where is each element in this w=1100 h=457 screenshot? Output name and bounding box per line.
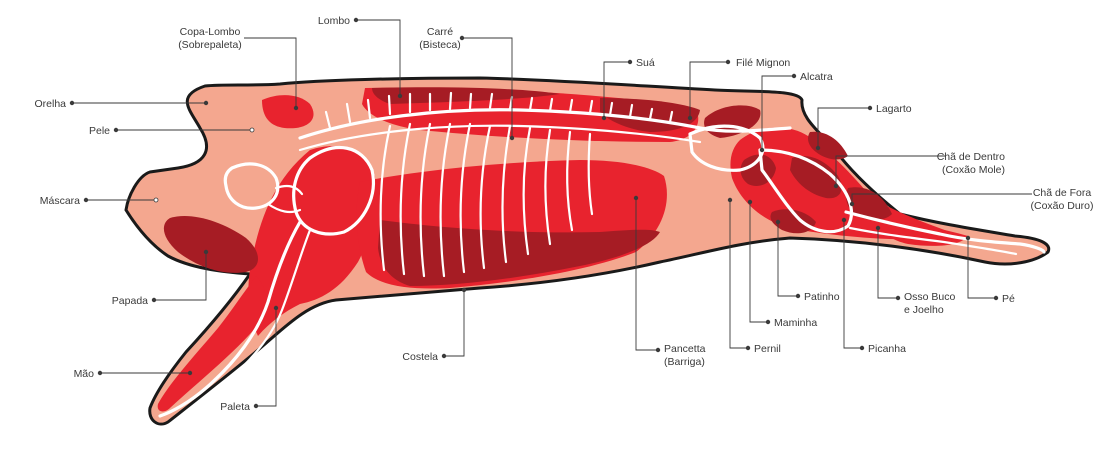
region-patinho: [770, 209, 816, 234]
label-lagarto: Lagarto: [815, 103, 912, 151]
region-copa-lombo: [262, 95, 314, 129]
svg-text:Copa-Lombo(Sobrepaleta): Copa-Lombo(Sobrepaleta): [178, 26, 242, 51]
svg-text:Pancetta(Barriga): Pancetta(Barriga): [664, 343, 706, 368]
label-pancetta: Pancetta(Barriga): [633, 195, 706, 368]
costela-text: Costela: [402, 351, 438, 363]
label-alcatra: Alcatra: [759, 71, 833, 153]
label-cha-de-fora: Chã de Fora(Coxão Duro): [849, 187, 1094, 212]
label-costela: Costela: [402, 287, 467, 363]
svg-text:Chã de Fora(Coxão Duro): Chã de Fora(Coxão Duro): [1030, 187, 1093, 212]
labels-layer: Copa-Lombo(Sobrepaleta) Lombo Carré(Bist…: [34, 15, 1093, 413]
region-cha-de-dentro: [790, 156, 842, 199]
region-mao: [157, 276, 266, 412]
carre-line1: Carré: [427, 26, 453, 38]
maminha-text: Maminha: [774, 317, 817, 329]
patinho-text: Patinho: [804, 291, 840, 303]
region-papada: [163, 216, 258, 273]
svg-text:Carré(Bisteca): Carré(Bisteca): [419, 26, 460, 51]
label-patinho: Patinho: [775, 219, 840, 303]
carre-line2: (Bisteca): [419, 39, 460, 51]
skeleton: [158, 91, 1046, 418]
label-pe: Pé: [965, 235, 1015, 305]
cha-de-dentro-line1: Chã de Dentro: [937, 151, 1005, 163]
osso-buco-line2: e Joelho: [904, 304, 944, 316]
mao-text: Mão: [74, 368, 95, 380]
label-picanha: Picanha: [841, 217, 906, 355]
orelha-text: Orelha: [34, 98, 66, 110]
pernil-text: Pernil: [754, 343, 781, 355]
label-cha-de-dentro: Chã de Dentro(Coxão Mole): [833, 151, 1005, 189]
cha-de-fora-line2: (Coxão Duro): [1030, 200, 1093, 212]
mascara-text: Máscara: [40, 195, 80, 207]
cha-de-dentro-line2: (Coxão Mole): [942, 164, 1005, 176]
osso-buco-line1: Osso Buco: [904, 291, 956, 303]
region-paleta: [248, 146, 377, 336]
pele-text: Pele: [89, 125, 110, 137]
paleta-text: Paleta: [220, 401, 250, 413]
label-maminha: Maminha: [747, 199, 817, 329]
papada-text: Papada: [112, 295, 148, 307]
copa-lombo-line2: (Sobrepaleta): [178, 39, 242, 51]
pe-text: Pé: [1002, 293, 1015, 305]
alcatra-text: Alcatra: [800, 71, 833, 83]
svg-text:Chã de Dentro(Coxão Mole): Chã de Dentro(Coxão Mole): [937, 151, 1005, 176]
label-copa-lombo: Copa-Lombo(Sobrepaleta): [178, 26, 299, 111]
sua-text: Suá: [636, 57, 655, 69]
label-paleta: Paleta: [220, 305, 279, 413]
pancetta-line2: (Barriga): [664, 356, 705, 368]
label-mao: Mão: [74, 368, 193, 380]
region-lombo-dark: [372, 87, 560, 104]
label-sua: Suá: [601, 57, 655, 121]
pancetta-line1: Pancetta: [664, 343, 706, 355]
region-cha-de-fora: [846, 187, 892, 220]
label-carre: Carré(Bisteca): [419, 26, 515, 141]
label-file-mignon: Filé Mignon: [687, 57, 790, 121]
label-pele: Pele: [89, 125, 255, 137]
lombo-text: Lombo: [318, 15, 350, 27]
region-costela-dark: [378, 220, 660, 286]
lagarto-text: Lagarto: [876, 103, 912, 115]
label-mascara: Máscara: [40, 195, 159, 207]
copa-lombo-line1: Copa-Lombo: [180, 26, 241, 38]
label-pernil: Pernil: [727, 197, 781, 355]
label-papada: Papada: [112, 249, 209, 307]
picanha-text: Picanha: [868, 343, 906, 355]
file-mignon-text: Filé Mignon: [736, 57, 790, 69]
label-lombo: Lombo: [318, 15, 403, 99]
cha-de-fora-line1: Chã de Fora: [1033, 187, 1092, 199]
label-orelha: Orelha: [34, 98, 209, 110]
